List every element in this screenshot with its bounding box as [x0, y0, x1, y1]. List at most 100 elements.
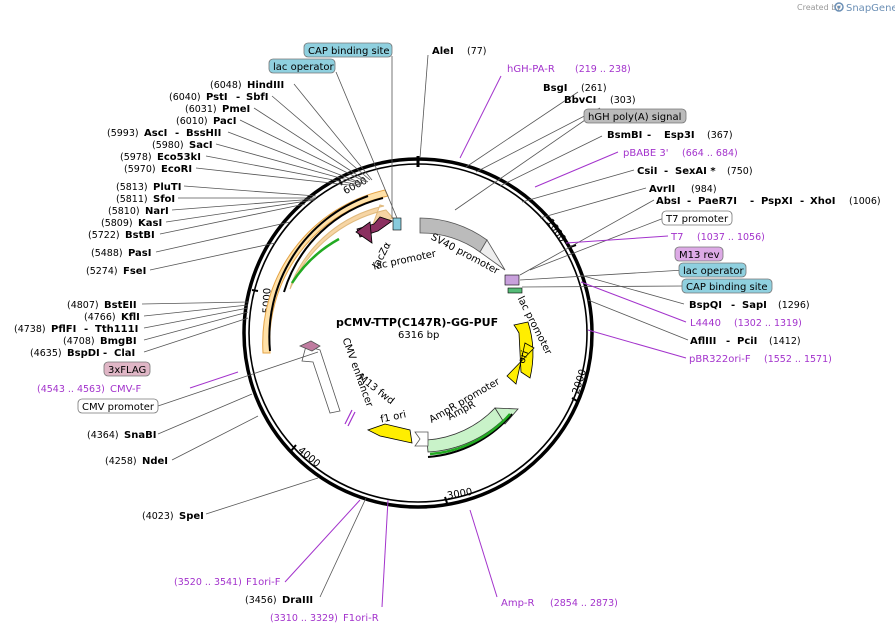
cmv-enhancer-label: CMV enhancer: [340, 337, 376, 410]
ori-body: [506, 342, 535, 385]
svg-text:(984): (984): [691, 184, 717, 195]
site-absi: AbsI: [656, 196, 681, 207]
ampr-line: [427, 413, 513, 458]
svg-text:(6048): (6048): [210, 80, 242, 91]
site-pmei: PmeI: [222, 104, 250, 115]
svg-text:(367): (367): [707, 130, 733, 141]
site-saci: SacI: [189, 140, 213, 151]
plasmid-name: pCMV-TTP(C147R)-GG-PUF: [336, 316, 498, 329]
primer-f1ori-f: F1ori-F: [246, 577, 281, 588]
svg-text:-: -: [750, 196, 754, 207]
tick-6000: 6000: [342, 175, 370, 197]
svg-text:(6031): (6031): [185, 104, 217, 115]
right-labels: AleI (77) hGH-PA-R (219 .. 238) BsgI (26…: [432, 46, 881, 365]
site-psti: PstI: [206, 92, 228, 103]
site-bsteii: BstEII: [104, 300, 137, 311]
svg-text:(4258): (4258): [105, 456, 137, 467]
svg-text:SapI: SapI: [742, 300, 767, 311]
feature-cap-site-r: CAP binding site: [686, 282, 768, 293]
site-kasi: KasI: [138, 218, 162, 229]
site-spei: SpeI: [179, 511, 204, 522]
orf-arrow-2: [268, 195, 369, 352]
svg-text:SexAI *: SexAI *: [675, 166, 716, 177]
site-plutI: PluTI: [153, 182, 181, 193]
site-avrii: AvrII: [649, 184, 675, 195]
site-alei: AleI: [432, 46, 454, 57]
ampr-promoter-arrow: [414, 431, 429, 447]
site-nari: NarI: [145, 206, 169, 217]
svg-text:(6040): (6040): [169, 92, 201, 103]
cmv-promoter-box: [77, 398, 159, 414]
svg-text:(664 .. 684): (664 .. 684): [682, 148, 738, 159]
site-ndei: NdeI: [142, 456, 168, 467]
svg-text:-: -: [84, 324, 88, 335]
site-fsei: FseI: [123, 266, 146, 277]
svg-text:(5993): (5993): [107, 128, 139, 139]
svg-text:-: -: [175, 128, 179, 139]
feature-hgh-polya: hGH poly(A) signal: [588, 112, 681, 123]
primer-l4440: L4440: [690, 318, 721, 329]
svg-text:Esp3I: Esp3I: [664, 130, 695, 141]
3xflag-marker: [298, 340, 321, 352]
svg-text:(77): (77): [467, 46, 487, 57]
svg-text:PaeR7I: PaeR7I: [698, 196, 737, 207]
site-sfoi: SfoI: [153, 194, 175, 205]
plasmid-size: 6316 bp: [398, 330, 439, 341]
tick-1000: 1000: [544, 217, 568, 244]
primer-pbr322ori-f: pBR322ori-F: [689, 354, 751, 365]
svg-text:XhoI: XhoI: [810, 196, 835, 207]
svg-text:(1296): (1296): [778, 300, 810, 311]
credit-text: Created by: [797, 3, 841, 12]
svg-text:(1006): (1006): [849, 196, 881, 207]
svg-text:(1412): (1412): [769, 336, 801, 347]
primer-hgh-pa-r: hGH-PA-R: [507, 64, 555, 75]
leader-lines: [141, 54, 689, 598]
feature-lac-operator-l: lac operator: [273, 62, 334, 73]
feature-cap-site-l: CAP binding site: [308, 46, 390, 57]
svg-text:(3520 .. 3541): (3520 .. 3541): [174, 577, 242, 588]
svg-text:(5274): (5274): [86, 266, 118, 277]
feature-m13-rev: M13 rev: [679, 250, 720, 261]
bottom-labels: Amp-R (2854 .. 2873) (3310 .. 3329) F1or…: [142, 511, 618, 624]
svg-text:-: -: [731, 300, 735, 311]
cap-site-r-box: [681, 278, 773, 294]
site-ecori: EcoRI: [161, 164, 192, 175]
feature-t7-promoter: T7 promoter: [665, 214, 729, 225]
svg-text:-: -: [726, 336, 730, 347]
svg-text:(5809): (5809): [101, 218, 133, 229]
feature-lac-operator-r: lac operator: [683, 266, 744, 277]
svg-text:(4807): (4807): [67, 300, 99, 311]
svg-text:(4708): (4708): [63, 336, 95, 347]
ampr-head: [494, 407, 519, 425]
feature-cmv-promoter: CMV promoter: [82, 402, 155, 413]
site-snabi: SnaBI: [124, 430, 156, 441]
site-pflfi: PflFI: [51, 324, 76, 335]
svg-text:(5811): (5811): [116, 194, 148, 205]
primer-f1ori-r: F1ori-R: [343, 613, 379, 624]
lac-op-box-r: [507, 287, 523, 294]
svg-text:(1037 .. 1056): (1037 .. 1056): [697, 232, 765, 243]
svg-text:PspXI: PspXI: [761, 196, 793, 207]
site-bmgbi: BmgBI: [100, 336, 137, 347]
svg-text:SbfI: SbfI: [246, 92, 268, 103]
svg-text:-: -: [647, 130, 651, 141]
site-pasi: PasI: [128, 248, 151, 259]
svg-text:(5970): (5970): [124, 164, 156, 175]
lac-operator-box: [392, 217, 402, 231]
site-bbvci: BbvCI: [564, 95, 596, 106]
svg-text:(3310 .. 3329): (3310 .. 3329): [270, 613, 338, 624]
orf-highlight-1: [289, 204, 394, 290]
svg-text:(5813): (5813): [116, 182, 148, 193]
brand-text: SnapGene: [846, 3, 895, 14]
m13-rev-box: [504, 274, 520, 286]
orf-arrow-3: [290, 237, 340, 284]
primer-t7: T7: [670, 232, 683, 243]
left-labels: CAP binding site lac operator (6048) Hin…: [14, 42, 393, 467]
svg-text:(4543 .. 4563): (4543 .. 4563): [37, 384, 105, 395]
site-bsgi: BsgI: [543, 83, 567, 94]
f1-ori-label: f1 ori: [379, 409, 407, 425]
svg-text:(4023): (4023): [142, 511, 174, 522]
primer-lines: [189, 75, 687, 608]
hgh-polya-box: [583, 108, 687, 124]
